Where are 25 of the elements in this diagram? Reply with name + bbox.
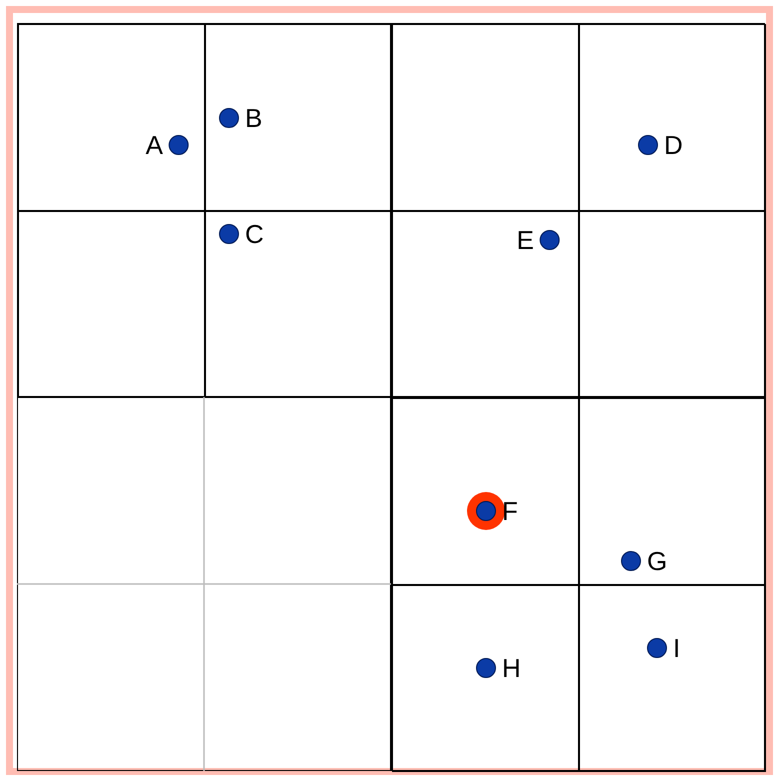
point-label: H (502, 654, 521, 682)
grid-cell (579, 24, 766, 211)
quadrant-box (391, 397, 765, 771)
grid-cell (579, 211, 766, 398)
point-label: F (502, 497, 518, 525)
point-label: C (245, 220, 264, 248)
grid-cell (392, 24, 579, 211)
quadrant-box (17, 397, 391, 771)
grid-cell (392, 585, 579, 772)
point-label: D (664, 131, 683, 159)
grid-cell (579, 398, 766, 585)
point-label: B (245, 104, 262, 132)
grid-cell (205, 211, 392, 398)
point-label: G (647, 547, 668, 575)
point-label: E (516, 226, 534, 254)
quadrant-box (17, 23, 391, 397)
grid-cell (18, 24, 205, 211)
grid-cell (18, 211, 205, 398)
grid-cell (579, 585, 766, 772)
grid-cell (392, 398, 579, 585)
grid-cell (392, 211, 579, 398)
grid-cell (205, 24, 392, 211)
quadrant-box (391, 23, 765, 397)
point-label: A (146, 131, 163, 159)
point-label: I (673, 634, 680, 662)
